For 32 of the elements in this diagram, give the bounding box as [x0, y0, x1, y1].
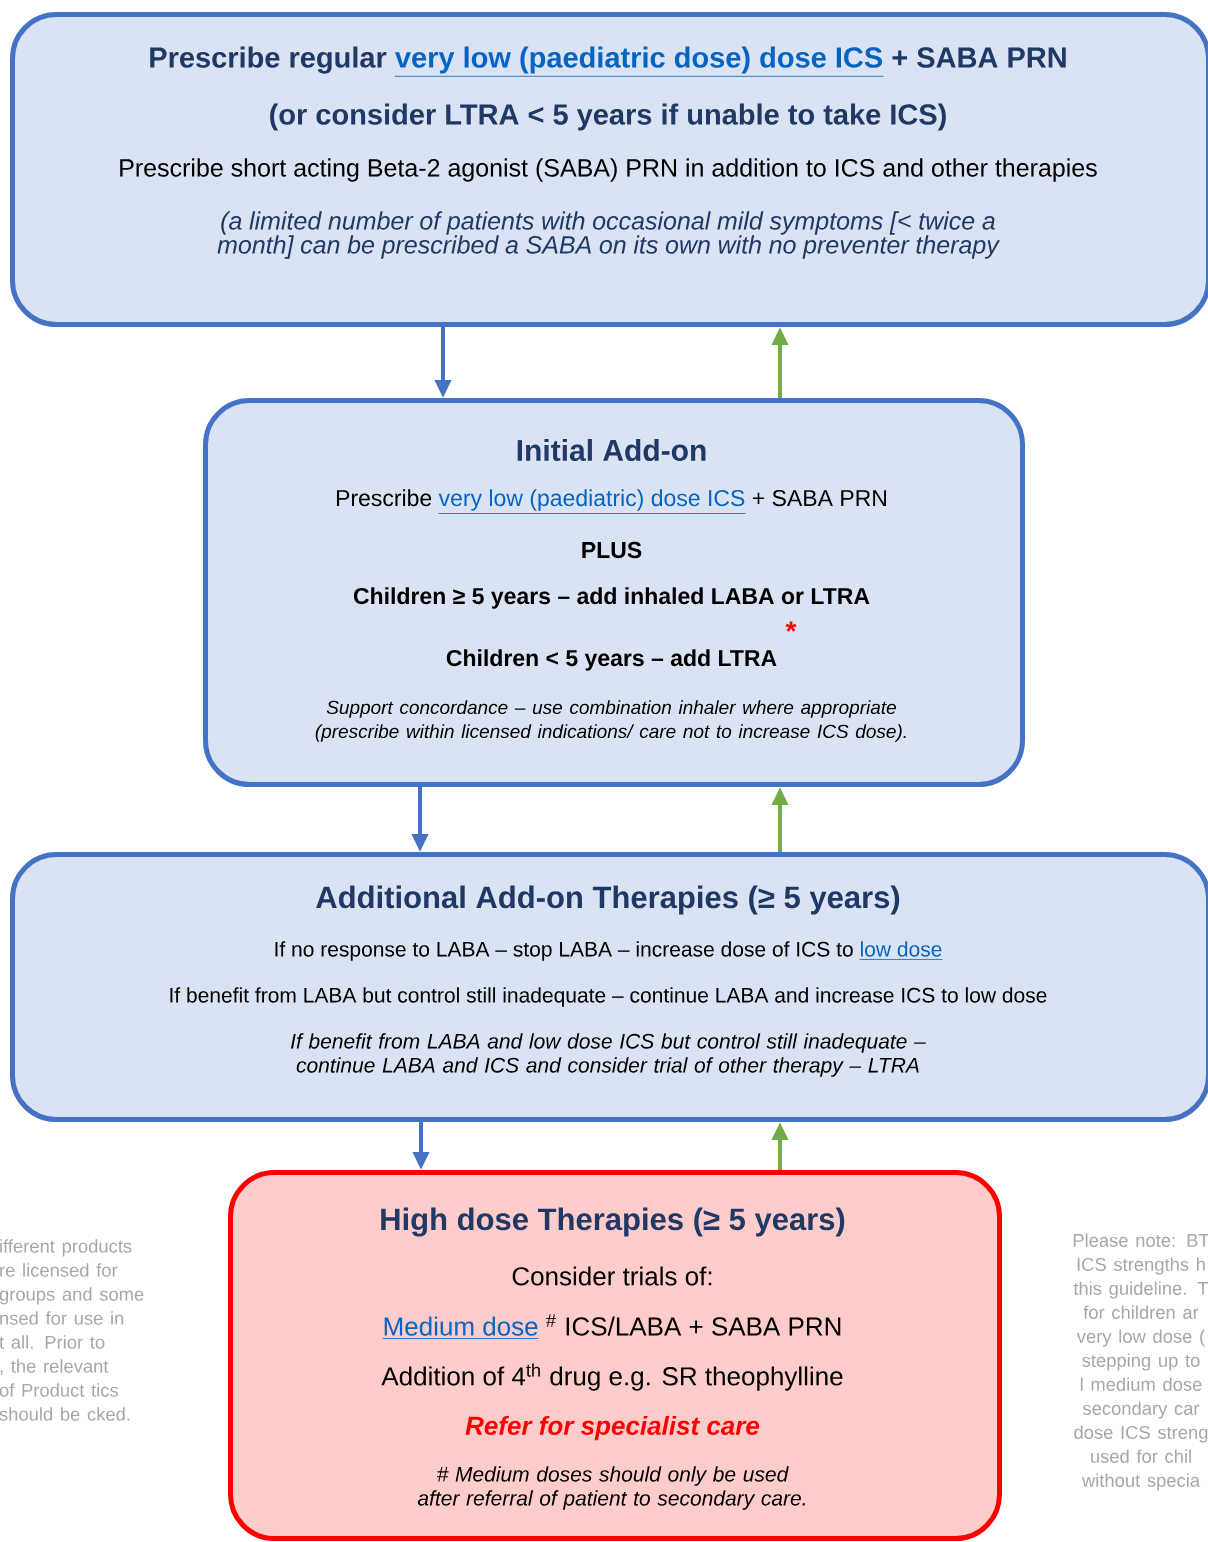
body-text: Children < 5 years – add LTRA — [446, 649, 777, 671]
body-text: Consider trials of: — [512, 1266, 712, 1286]
side-note: ifferent products re licensed for groups and some nsed for use in t all. Prior to , the relevant of Product tics should be cked. — [0, 1239, 144, 1421]
asterisk-mark: * — [785, 621, 797, 632]
step-box — [10, 12, 1208, 327]
link-text: low dose — [859, 941, 943, 960]
step-box — [203, 398, 1025, 787]
body-text: Prescribe — [336, 489, 432, 507]
body-text: $^{#}$ ICS/LABA + SABA PRN — [546, 1314, 841, 1336]
heading-text: High dose Therapies (≥ 5 years) — [381, 1207, 845, 1237]
link-text: Medium dose — [382, 1316, 540, 1339]
body-text: Addition of 4$^{th}$ drug e.g. SR theophylline — [381, 1363, 843, 1391]
note-text: If benefit from LABA and low dose ICS but control still inadequate – continue LABA and ICS and consider trial of other therapy – LTRA — [291, 1033, 926, 1077]
note-text: Support concordance – use combination inhaler where appropriate (prescribe within licensed indications/ care not to increase ICS dose). — [315, 700, 906, 742]
body-text: Prescribe short acting Beta-2 agonist (SABA) PRN in addition to ICS and other therapies — [120, 158, 1097, 182]
heading-text: (or consider LTRA < 5 years if unable to take ICS) — [270, 103, 946, 131]
body-text: Children ≥ 5 years – add inhaled LABA or LTRA — [353, 587, 870, 609]
heading-text: Additional Add-on Therapies (≥ 5 years) — [316, 885, 900, 915]
link-text: very low (paediatric) dose ICS — [438, 489, 746, 514]
step-box — [228, 1170, 1002, 1541]
note-text: # Medium doses should only be used after referral of patient to secondary care. — [417, 1466, 805, 1510]
step-box — [10, 852, 1208, 1122]
body-text: PLUS — [582, 541, 642, 559]
link-text: very low (paediatric dose) dose ICS — [394, 46, 884, 77]
heading-text: Prescribe regular — [150, 46, 387, 74]
body-text: If no response to LABA – stop LABA – increase dose of ICS to — [275, 941, 853, 961]
heading-text: + SABA PRN — [892, 47, 1066, 68]
note-text: (a limited number of patients with occasional mild symptoms [< twice a month] can be prescribed a SABA on its own with no preventer therapy — [217, 211, 1001, 259]
emphasis-text: Refer for specialist care — [465, 1415, 760, 1441]
body-text: + SABA PRN — [752, 489, 887, 507]
body-text: If benefit from LABA but control still inadequate – continue LABA and increase ICS to low dose — [170, 987, 1047, 1007]
heading-text: Initial Add-on — [517, 439, 706, 461]
